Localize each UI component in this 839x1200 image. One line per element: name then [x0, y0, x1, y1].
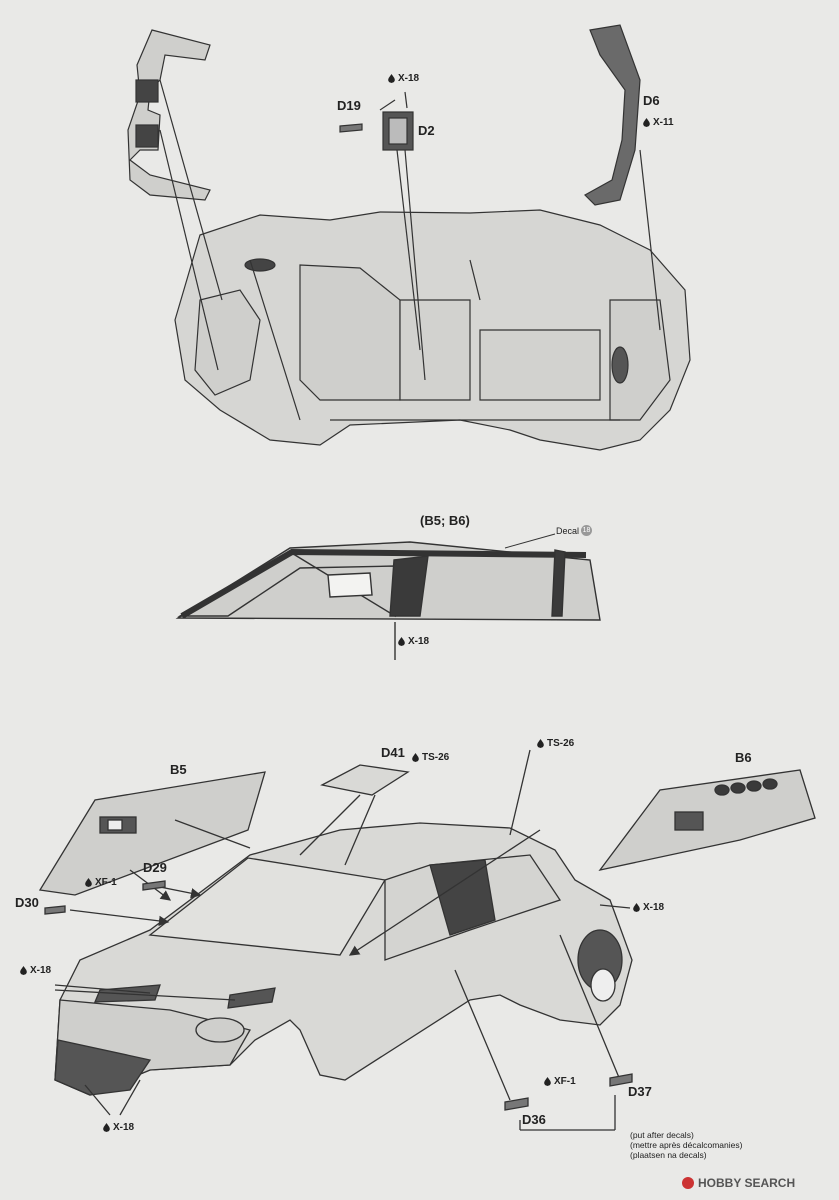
right-fender-part [584, 24, 641, 206]
hobbysearch-watermark: HOBBY SEARCH [682, 1176, 795, 1190]
paint-drop-icon [398, 637, 405, 646]
label-d30: D30 [15, 895, 39, 910]
d29-part [142, 880, 166, 891]
top-chassis-drawing [127, 24, 691, 451]
window-panel [175, 541, 601, 621]
label-d36: D36 [522, 1112, 546, 1127]
paint-drop-icon [412, 753, 419, 762]
left-fender-part [127, 29, 211, 201]
label-b5-b6: (B5; B6) [420, 513, 470, 528]
paint-xf1-mirror: XF-1 [544, 1076, 576, 1087]
paint-x18-top: X-18 [388, 73, 419, 84]
d41-roof-part [320, 764, 410, 796]
paint-x11: X-11 [643, 117, 674, 128]
hobbysearch-logo-icon [682, 1177, 694, 1189]
b6-window-part [598, 769, 816, 871]
paint-x18-side: X-18 [633, 902, 664, 913]
label-d2: D2 [418, 123, 435, 138]
label-d19: D19 [337, 98, 361, 113]
paint-ts26-roof: TS-26 [412, 752, 449, 763]
paint-drop-icon [633, 903, 640, 912]
label-d37: D37 [628, 1084, 652, 1099]
paint-x18-middle: X-18 [398, 636, 429, 647]
d19-part [339, 123, 363, 133]
label-d29: D29 [143, 860, 167, 875]
d36-part [504, 1097, 529, 1111]
paint-drop-icon [85, 878, 92, 887]
d37-part [609, 1073, 633, 1087]
decal-ref: Decal 18 [556, 525, 593, 536]
window-panel-drawing [175, 533, 601, 660]
paint-drop-icon [544, 1077, 551, 1086]
b5-window-part [38, 771, 266, 896]
label-d6: D6 [643, 93, 660, 108]
decal-order-note: (put after decals) (mettre après décalco… [630, 1130, 743, 1160]
paint-drop-icon [388, 74, 395, 83]
paint-xf1-front: XF-1 [85, 877, 117, 888]
car-body-drawing [38, 749, 816, 1131]
decal-number-badge: 18 [581, 525, 593, 536]
label-b6: B6 [735, 750, 752, 765]
paint-drop-icon [20, 966, 27, 975]
paint-x18-bottom: X-18 [103, 1122, 134, 1133]
paint-drop-icon [537, 739, 544, 748]
paint-drop-icon [103, 1123, 110, 1132]
paint-drop-icon [643, 118, 650, 127]
label-b5: B5 [170, 762, 187, 777]
label-d41: D41 [381, 745, 405, 760]
d30-part [44, 905, 66, 915]
paint-x18-front: X-18 [20, 965, 51, 976]
paint-ts26-body: TS-26 [537, 738, 574, 749]
